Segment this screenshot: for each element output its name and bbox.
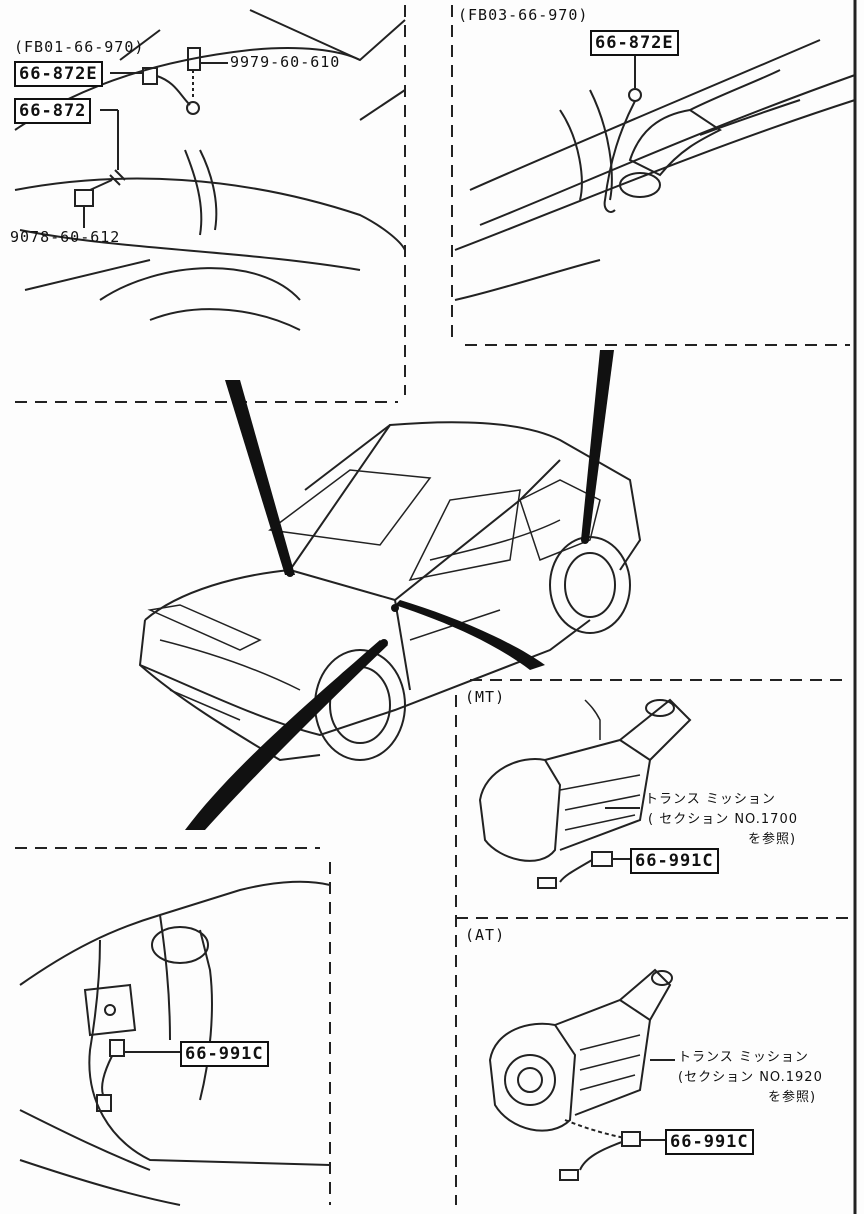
mt-title: (MT) [465,688,506,706]
at-title: (AT) [465,926,506,944]
at-note-line2: (セクション NO.1920 [678,1070,823,1085]
group-code-fb03: (FB03-66-970) [458,6,589,24]
part-label-66-872e-top-left: 66-872E [14,61,103,87]
mt-note-line3: を参照) [748,832,797,847]
part-label-66-991c-at: 66-991C [665,1129,754,1155]
at-note-line1: トランス ミッション [678,1050,809,1065]
mt-note-line2: ( セクション NO.1700 [648,812,798,827]
fastener-label-9979-60-610: 9979-60-610 [230,53,341,71]
part-label-66-872: 66-872 [14,98,92,124]
group-code-fb01: (FB01-66-970) [14,38,145,56]
part-label-66-872e-top-right: 66-872E [590,30,679,56]
mt-note-line1: トランス ミッション [645,792,776,807]
fastener-label-9078-60-612: 9078-60-612 [10,228,121,246]
part-label-66-991c-mt: 66-991C [630,848,719,874]
at-note-line3: を参照) [768,1090,817,1105]
part-label-66-991c-bottom-left: 66-991C [180,1041,269,1067]
